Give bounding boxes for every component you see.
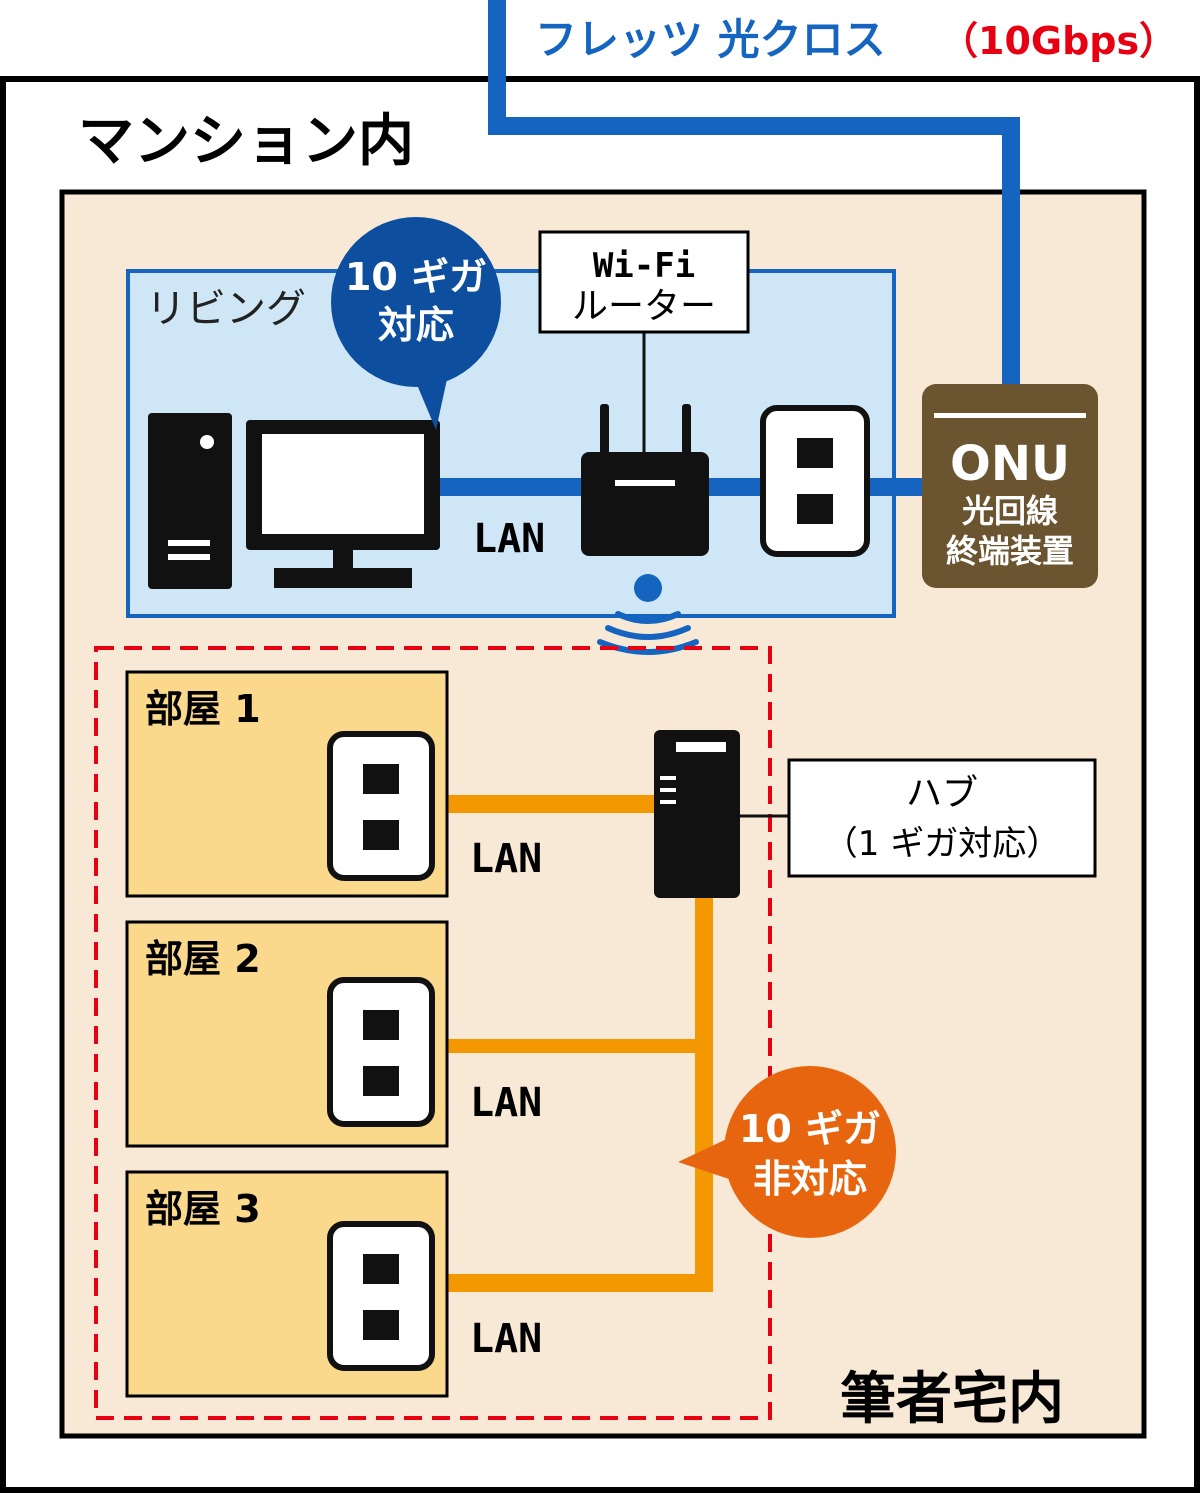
room-2-wall-outlet-icon [327, 977, 435, 1127]
room1-lan-label: LAN [470, 836, 542, 882]
hub-icon [654, 730, 740, 898]
onu-device [922, 384, 1098, 588]
orange-lan-cables [430, 795, 713, 1292]
onu-line1: 光回線 [962, 492, 1058, 530]
onu-title: ONU [950, 436, 1070, 492]
room-1-label: 部屋 1 [145, 687, 261, 731]
router-label-line2: ルーター [572, 286, 716, 327]
living-label: リビング [146, 286, 306, 332]
room-1-wall-outlet-icon [327, 731, 435, 881]
hub-label-line1: ハブ [906, 773, 978, 814]
room-3-wall-outlet-icon [327, 1221, 435, 1371]
home-label: 筆者宅内 [840, 1367, 1064, 1432]
rooms-dashed-region [94, 646, 772, 1420]
living-lan-label: LAN [473, 516, 545, 562]
router-label-line1: Wi-Fi [593, 246, 695, 286]
pc-tower-icon [148, 413, 232, 589]
onu-line2: 終端装置 [946, 532, 1074, 570]
router-label-box [538, 230, 750, 334]
callout-supported [331, 217, 501, 430]
router-icon [581, 404, 709, 556]
callout-unsupported [678, 1066, 896, 1238]
hub-label-line2: （1 ギガ対応） [824, 824, 1060, 864]
callout-supported-line1: 10 ギガ [345, 255, 487, 299]
hub-label-box [787, 758, 1097, 878]
building-label: マンション内 [78, 109, 414, 174]
room-3-label: 部屋 3 [145, 1187, 261, 1231]
callout-supported-line2: 対応 [378, 303, 454, 347]
room-2-label: 部屋 2 [145, 937, 261, 981]
fiber-line [488, 0, 1020, 388]
wifi-signal-icon [597, 574, 699, 655]
callout-unsupported-line2: 非対応 [753, 1157, 867, 1201]
room2-lan-label: LAN [470, 1080, 542, 1126]
living-wall-outlet-icon [760, 405, 870, 557]
room3-lan-label: LAN [470, 1316, 542, 1362]
fiber-line-speed: （10Gbps） [940, 19, 1177, 63]
monitor-icon [246, 420, 440, 588]
fiber-line-name: フレッツ 光クロス [535, 15, 886, 64]
callout-unsupported-line1: 10 ギガ [739, 1107, 881, 1151]
